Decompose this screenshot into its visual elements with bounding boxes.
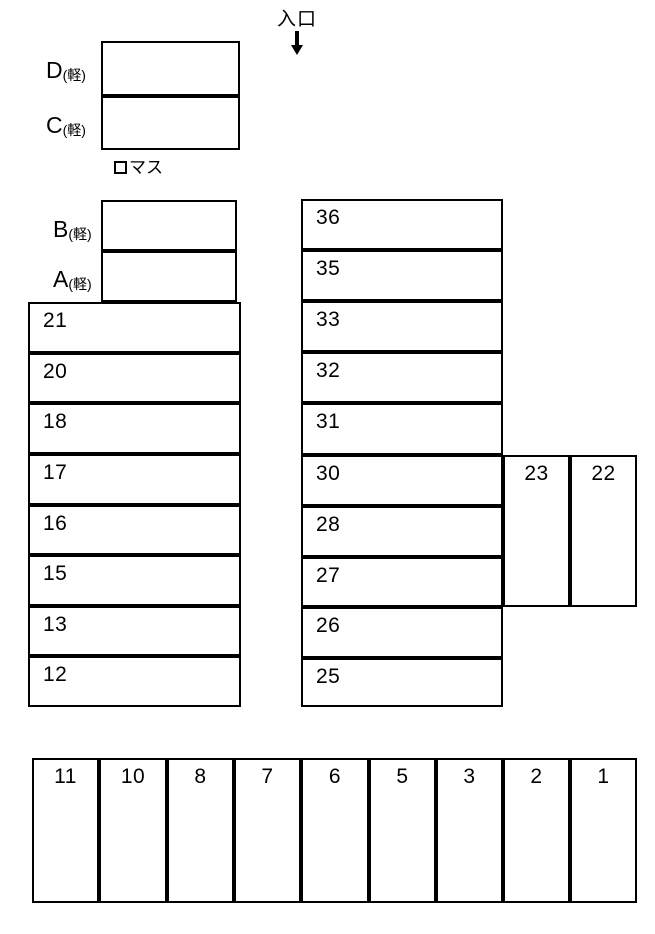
stall-letter-A: A	[53, 266, 69, 292]
stall-letter-C: C	[46, 112, 63, 138]
stall-10[interactable]: 10	[99, 758, 167, 903]
stall-label-8: 8	[194, 765, 207, 788]
stall-A[interactable]	[101, 251, 237, 302]
stall-letter-B: B	[53, 216, 69, 242]
stall-27[interactable]: 27	[301, 557, 503, 607]
stall-label-25: 25	[316, 665, 341, 688]
stall-B[interactable]	[101, 200, 237, 251]
stall-label-15: 15	[43, 562, 68, 585]
stall-letter-D: D	[46, 57, 63, 83]
stall-label-2: 2	[530, 765, 543, 788]
stall-label-11: 11	[54, 765, 77, 788]
stall-label-16: 16	[43, 512, 68, 535]
stall-6[interactable]: 6	[301, 758, 369, 903]
entrance-label: 入口	[276, 8, 317, 30]
stall-label-35: 35	[316, 257, 341, 280]
stall-label-7: 7	[261, 765, 274, 788]
stall-side-label-A: A(軽)	[53, 266, 92, 292]
stall-22[interactable]: 22	[570, 455, 637, 607]
stall-17[interactable]: 17	[28, 454, 241, 505]
legend-masu: マス	[114, 160, 163, 177]
stall-label-12: 12	[43, 663, 68, 686]
stall-32[interactable]: 32	[301, 352, 503, 403]
stall-7[interactable]: 7	[234, 758, 301, 903]
stall-28[interactable]: 28	[301, 506, 503, 557]
stall-33[interactable]: 33	[301, 301, 503, 352]
stall-label-10: 10	[120, 765, 146, 788]
stall-label-6: 6	[328, 765, 342, 788]
stall-2[interactable]: 2	[503, 758, 570, 903]
stall-side-label-C: C(軽)	[46, 112, 86, 138]
down-arrow-icon	[262, 31, 332, 61]
stall-20[interactable]: 20	[28, 353, 241, 403]
stall-8[interactable]: 8	[167, 758, 234, 903]
stall-label-32: 32	[316, 359, 341, 382]
stall-15[interactable]: 15	[28, 555, 241, 606]
stall-label-18: 18	[43, 410, 68, 433]
stall-label-1: 1	[597, 765, 610, 788]
stall-35[interactable]: 35	[301, 250, 503, 301]
stall-12[interactable]: 12	[28, 656, 241, 707]
kei-suffix-C: (軽)	[62, 122, 86, 138]
stall-label-28: 28	[316, 513, 341, 536]
stall-label-26: 26	[316, 614, 341, 637]
stall-label-30: 30	[316, 462, 341, 485]
square-icon	[114, 161, 127, 174]
stall-label-13: 13	[43, 613, 68, 636]
kei-suffix-D: (軽)	[62, 67, 86, 83]
stall-label-33: 33	[316, 308, 341, 331]
stall-label-36: 36	[316, 206, 341, 229]
stall-26[interactable]: 26	[301, 607, 503, 658]
stall-16[interactable]: 16	[28, 505, 241, 555]
stall-11[interactable]: 11	[32, 758, 99, 903]
stall-label-5: 5	[396, 765, 409, 788]
kei-suffix-A: (軽)	[68, 276, 92, 292]
stall-label-20: 20	[43, 360, 68, 383]
stall-1[interactable]: 1	[570, 758, 637, 903]
stall-31[interactable]: 31	[301, 403, 503, 455]
stall-23[interactable]: 23	[503, 455, 570, 607]
stall-label-17: 17	[43, 461, 68, 484]
stall-label-23: 23	[524, 462, 549, 485]
stall-25[interactable]: 25	[301, 658, 503, 707]
stall-side-label-D: D(軽)	[46, 57, 86, 83]
stall-label-21: 21	[43, 309, 68, 332]
legend-label: マス	[129, 158, 163, 178]
stall-label-27: 27	[316, 564, 341, 587]
stall-5[interactable]: 5	[369, 758, 436, 903]
stall-C[interactable]	[101, 96, 240, 150]
stall-label-31: 31	[316, 410, 341, 433]
stall-3[interactable]: 3	[436, 758, 503, 903]
stall-label-3: 3	[463, 765, 476, 788]
stall-13[interactable]: 13	[28, 606, 241, 656]
stall-18[interactable]: 18	[28, 403, 241, 454]
kei-suffix-B: (軽)	[68, 226, 92, 242]
stall-21[interactable]: 21	[28, 302, 241, 353]
stall-D[interactable]	[101, 41, 240, 96]
entrance-marker: 入口	[262, 8, 332, 61]
stall-side-label-B: B(軽)	[53, 216, 92, 242]
stall-30[interactable]: 30	[301, 455, 503, 506]
stall-36[interactable]: 36	[301, 199, 503, 250]
stall-label-22: 22	[591, 462, 616, 485]
